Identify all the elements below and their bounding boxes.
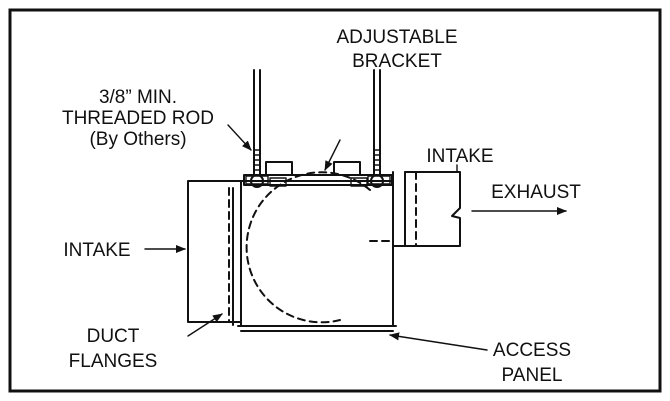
- leader-lines: [144, 124, 567, 351]
- diagram-frame: [8, 8, 662, 393]
- label-exhaust: EXHAUST: [491, 182, 581, 203]
- label-intake-right: INTAKE: [426, 146, 493, 167]
- label-rod-line1: 3/8” MIN.: [99, 87, 177, 108]
- threaded-rods: [253, 69, 381, 176]
- intake-duct-left: [187, 180, 242, 326]
- label-rod-line3: (By Others): [89, 129, 186, 150]
- label-intake-left: INTAKE: [63, 240, 130, 261]
- label-rod-line2: THREADED ROD: [62, 108, 214, 129]
- label-access-line1: ACCESS: [493, 340, 571, 361]
- label-access-line2: PANEL: [502, 365, 563, 386]
- label-adjustable-line1: ADJUSTABLE: [336, 27, 457, 48]
- label-adjustable-line2: BRACKET: [352, 51, 442, 72]
- adjustable-bracket: [243, 161, 393, 188]
- label-duct-line1: DUCT: [87, 326, 140, 347]
- fan-housing: [237, 171, 397, 332]
- label-duct-line2: FLANGES: [69, 351, 158, 372]
- exhaust-duct-right: [392, 171, 461, 247]
